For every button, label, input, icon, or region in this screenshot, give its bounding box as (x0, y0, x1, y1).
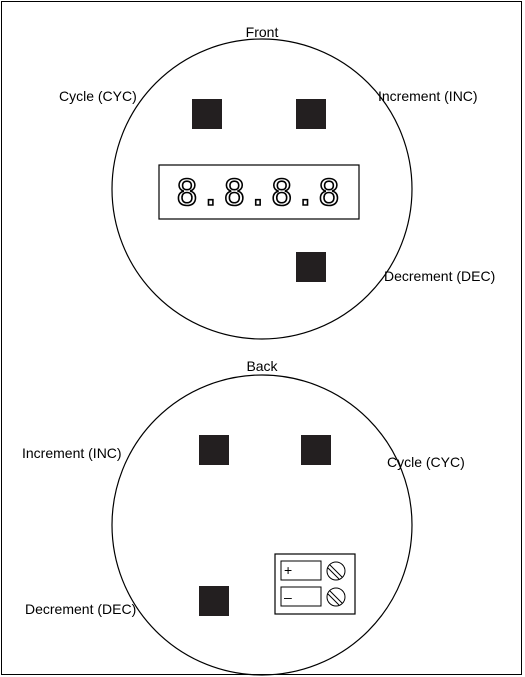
front-decrement-button[interactable] (296, 252, 326, 282)
front-increment-button[interactable] (296, 99, 326, 129)
back-view: Back Increment (INC) Cycle (CYC) Decreme… (22, 358, 465, 676)
screw-icon (326, 561, 346, 581)
negative-terminal (280, 586, 322, 607)
back-cycle-button[interactable] (301, 435, 331, 465)
front-lcd-display (158, 164, 360, 220)
back-title: Back (246, 358, 278, 374)
front-increment-label: Increment (INC) (378, 88, 478, 104)
back-increment-button[interactable] (199, 435, 229, 465)
back-housing-circle (111, 374, 413, 676)
terminal-block: + – (274, 553, 356, 615)
front-title: Front (246, 24, 279, 40)
front-cycle-label: Cycle (CYC) (59, 88, 137, 104)
negative-terminal-label: – (284, 589, 292, 605)
back-decrement-button[interactable] (199, 586, 229, 616)
positive-terminal-label: + (284, 562, 292, 578)
front-decrement-label: Decrement (DEC) (384, 268, 495, 284)
back-decrement-label: Decrement (DEC) (25, 601, 136, 617)
front-view: Front Cycle (CYC) Increment (INC) Decrem… (59, 24, 495, 340)
front-housing-circle (111, 38, 413, 340)
back-cycle-label: Cycle (CYC) (387, 454, 465, 470)
positive-terminal (280, 560, 322, 581)
front-cycle-button[interactable] (192, 99, 222, 129)
back-increment-label: Increment (INC) (22, 445, 122, 461)
front-lcd-digits: 8.8.8.8 (176, 173, 342, 214)
screw-icon (326, 587, 346, 607)
